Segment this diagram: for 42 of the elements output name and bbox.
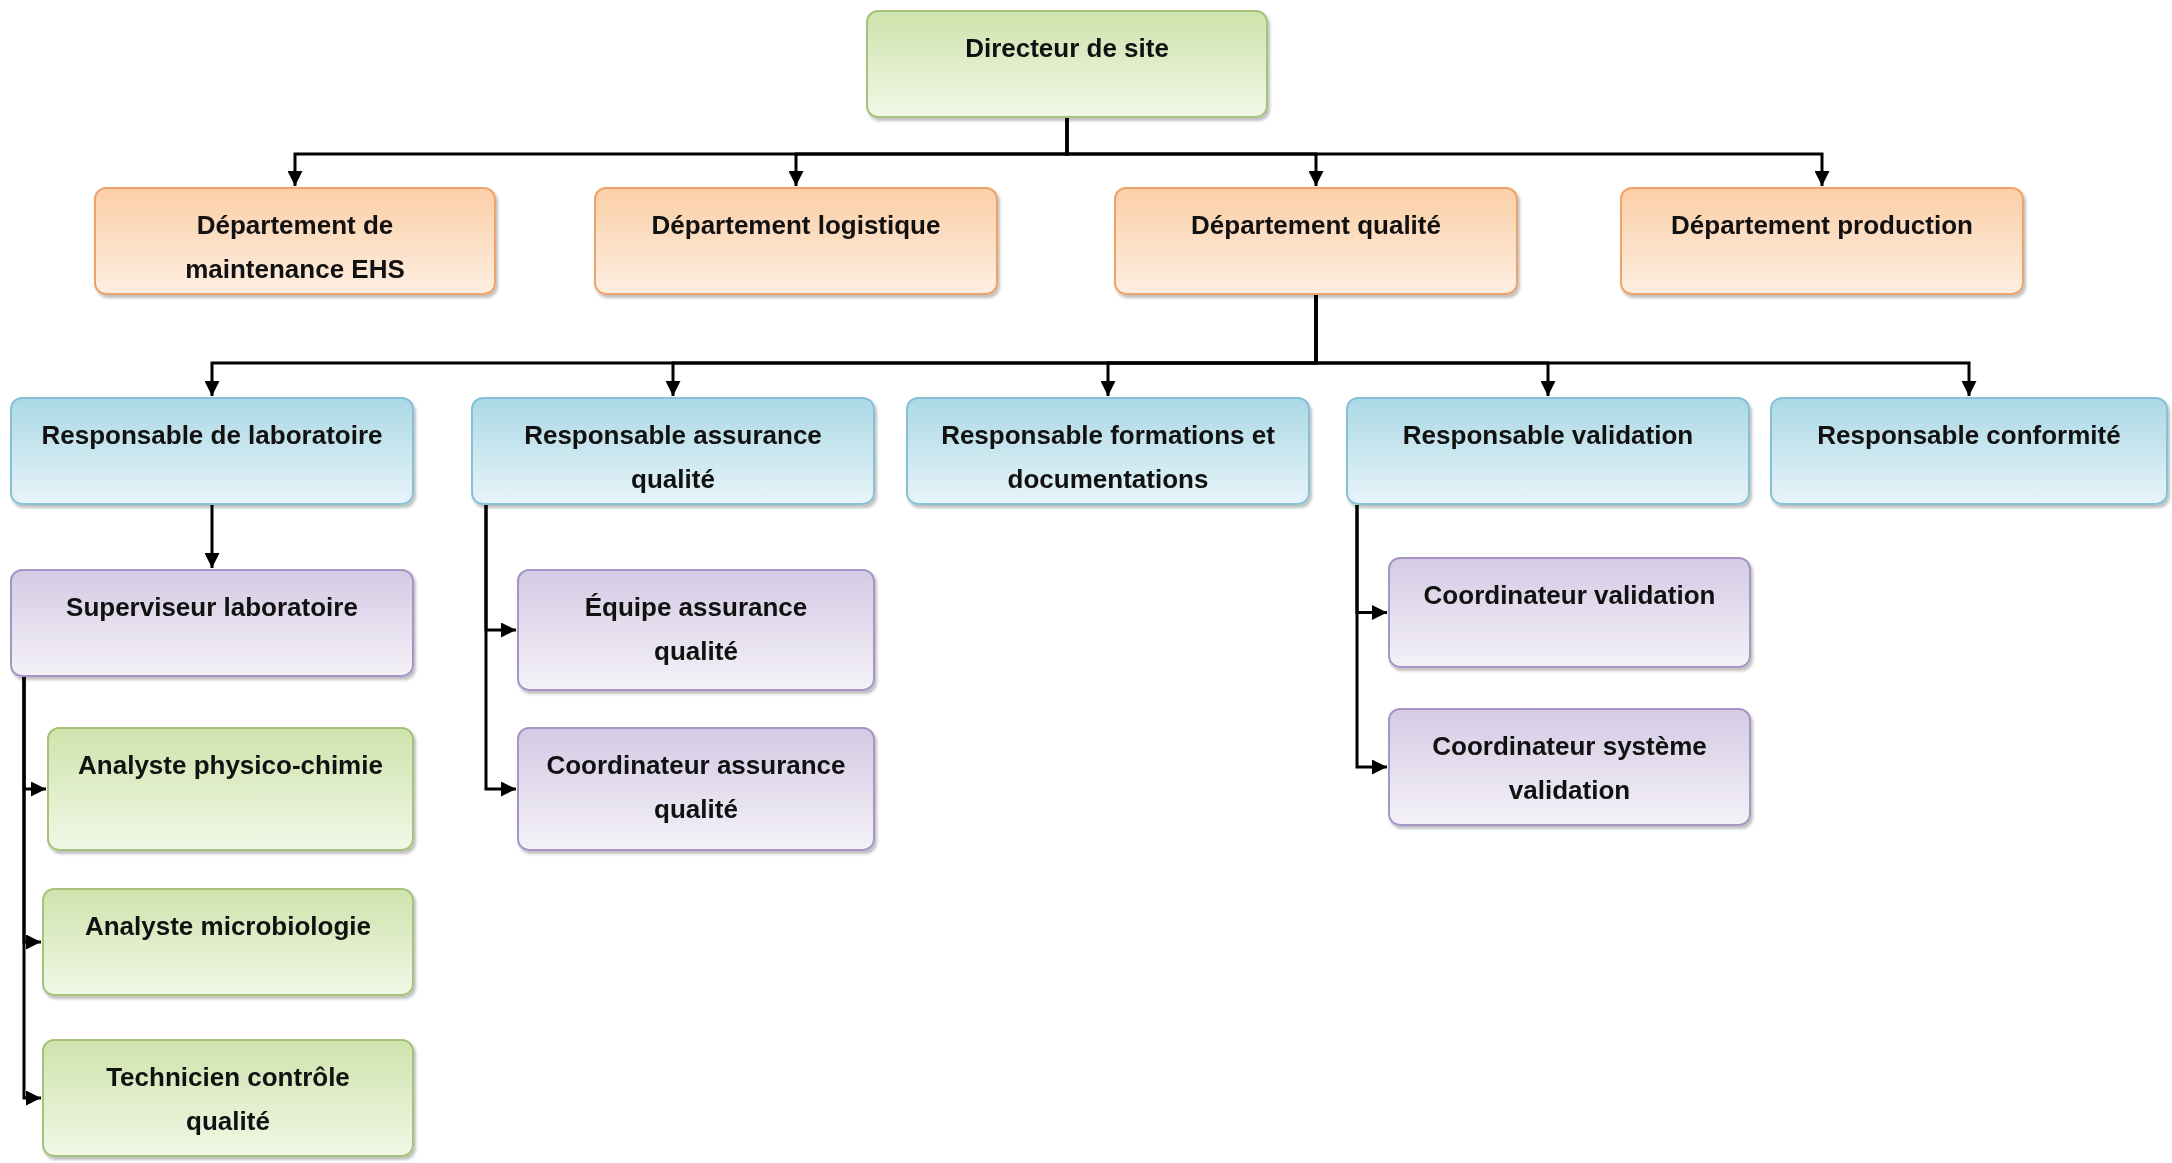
org-box (1620, 187, 2024, 295)
role-title: Directeur de site (965, 32, 1169, 65)
org-box (594, 187, 998, 295)
role-title: Superviseur laboratoire (66, 591, 358, 624)
role-title: Analyste microbiologie (84, 910, 372, 943)
org-box (1346, 397, 1750, 505)
role-title: Département production (1671, 209, 1973, 242)
org-box (10, 569, 414, 677)
org-box (1114, 187, 1518, 295)
role-title: Responsable conformité (1817, 419, 2121, 452)
org-box (94, 187, 496, 295)
org-box (47, 727, 414, 851)
org-box (1388, 557, 1751, 668)
connector-arrow (484, 505, 516, 797)
org-box (1770, 397, 2168, 505)
role-title: Responsable de laboratoire (41, 419, 383, 452)
role-title: Coordinateur système validation (1431, 730, 1708, 807)
connector-arrow (22, 677, 41, 1106)
role-title: Département logistique (651, 209, 941, 242)
org-box (1388, 708, 1751, 826)
role-title: Département qualité (1191, 209, 1441, 242)
connector-arrow (1314, 295, 1977, 396)
role-title: Analyste physico-chimie (78, 749, 383, 782)
org-box (866, 10, 1268, 118)
org-box (42, 1039, 414, 1157)
role-title: Responsable assurance qualité (523, 419, 823, 496)
org-box (517, 569, 875, 691)
org-box (10, 397, 414, 505)
role-title: Coordinateur assurance qualité (545, 749, 847, 826)
role-title: Responsable validation (1402, 419, 1694, 452)
role-title: Responsable formations et documentations (940, 419, 1276, 496)
org-box (42, 888, 414, 996)
role-title: Technicien contrôle qualité (105, 1061, 351, 1138)
connector-arrow (1355, 505, 1387, 775)
role-title: Équipe assurance qualité (583, 591, 809, 668)
org-box (517, 727, 875, 851)
connector-arrow (204, 505, 220, 568)
org-box (906, 397, 1310, 505)
connector-arrow (1065, 118, 1830, 186)
org-box (471, 397, 875, 505)
role-title: Département de maintenance EHS (184, 209, 406, 286)
role-title: Coordinateur validation (1423, 579, 1716, 612)
